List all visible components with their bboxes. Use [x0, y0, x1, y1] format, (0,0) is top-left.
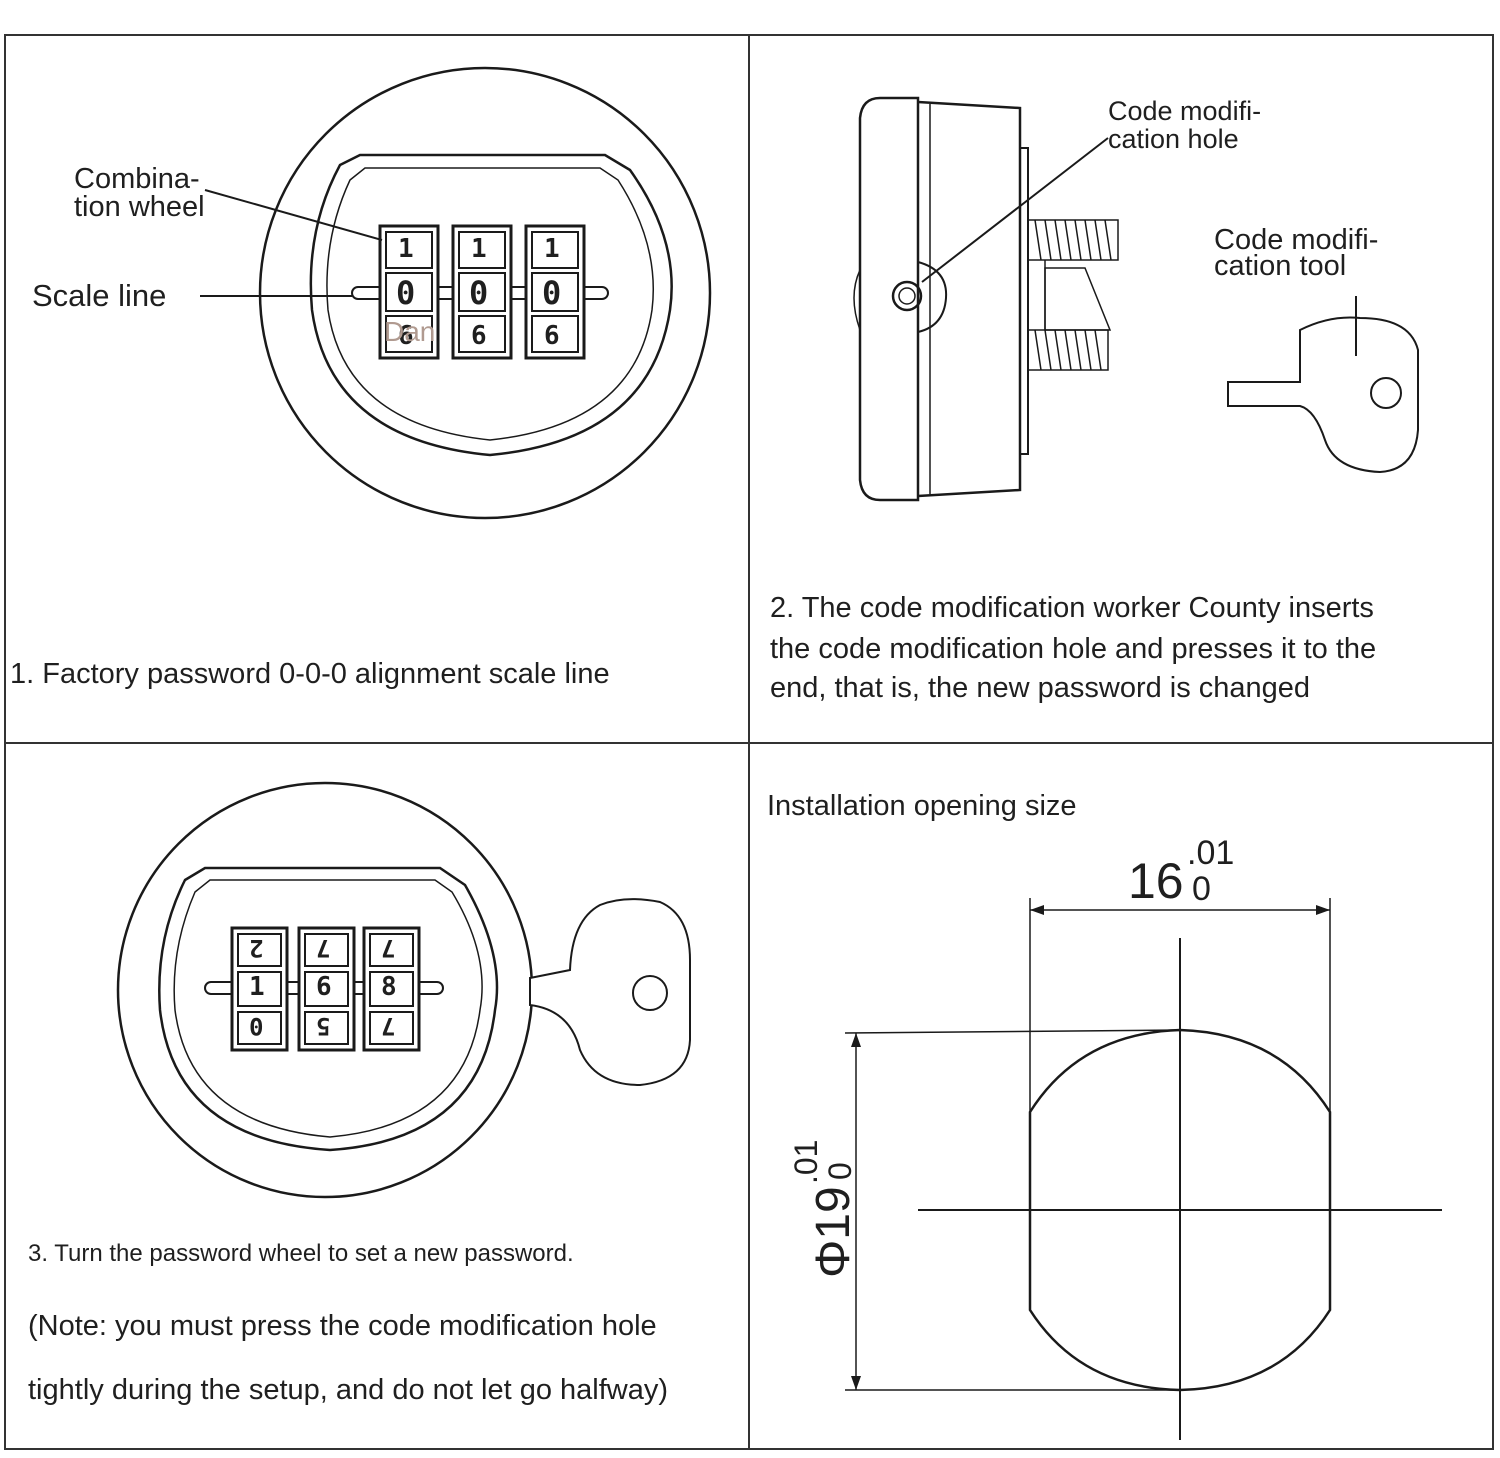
combination-wheel-label-2: tion wheel	[74, 191, 205, 223]
panel-2-caption-1: 2. The code modification worker County i…	[770, 592, 1374, 624]
scale-line-label: Scale line	[32, 278, 167, 313]
code-tool-label-1: Code modifi-	[1214, 224, 1379, 256]
combination-wheels-1	[378, 224, 586, 360]
installation-title: Installation opening size	[767, 790, 1077, 822]
width-tol-upper: .01	[1187, 834, 1235, 872]
width-value: 16	[1128, 853, 1184, 909]
code-hole-label-2: cation hole	[1108, 124, 1239, 154]
wheel-1-top-digit: 1	[398, 234, 414, 264]
diameter-value: Φ19	[807, 1186, 860, 1278]
diameter-dimension-label: Φ19 .01 0	[760, 1139, 890, 1278]
panel-3-note-2: tightly during the setup, and do not let…	[28, 1374, 669, 1406]
wheel-1-mid-digit: 0	[396, 274, 416, 312]
panel-3-note-1: (Note: you must press the code modificat…	[28, 1310, 657, 1342]
combination-wheel-label-1: Combina-	[74, 163, 200, 195]
panel-installation-size	[748, 742, 1494, 1450]
wheel3-2-mid-digit: 6	[316, 972, 332, 1002]
diameter-tol-upper: .01	[788, 1139, 824, 1184]
wheel-3-top-digit: 1	[544, 234, 560, 264]
panel-2-caption-3: end, that is, the new password is change…	[770, 672, 1311, 704]
panel-code-modification	[748, 34, 1494, 744]
panel-2-caption-2: the code modification hole and presses i…	[770, 633, 1377, 665]
panel-1-caption: 1. Factory password 0-0-0 alignment scal…	[10, 658, 610, 690]
code-tool-label-2: cation tool	[1214, 250, 1347, 282]
panel-factory-password	[4, 34, 750, 744]
combination-wheels-3	[230, 926, 421, 1052]
wheel3-3-mid-digit: 8	[381, 972, 397, 1002]
wheel3-1-mid-digit: 1	[249, 972, 265, 1002]
wheel-2-mid-digit: 0	[469, 274, 489, 312]
wheel-2-top-digit: 1	[471, 234, 487, 264]
watermark: Dan	[384, 316, 436, 347]
width-tol-lower: 0	[1192, 870, 1211, 908]
diameter-tol-lower: 0	[822, 1162, 858, 1180]
panel-3-caption: 3. Turn the password wheel to set a new …	[28, 1240, 574, 1267]
wheel-3-mid-digit: 0	[542, 274, 562, 312]
panel-set-new-password	[4, 742, 750, 1450]
code-hole-label-1: Code modifi-	[1108, 96, 1262, 126]
